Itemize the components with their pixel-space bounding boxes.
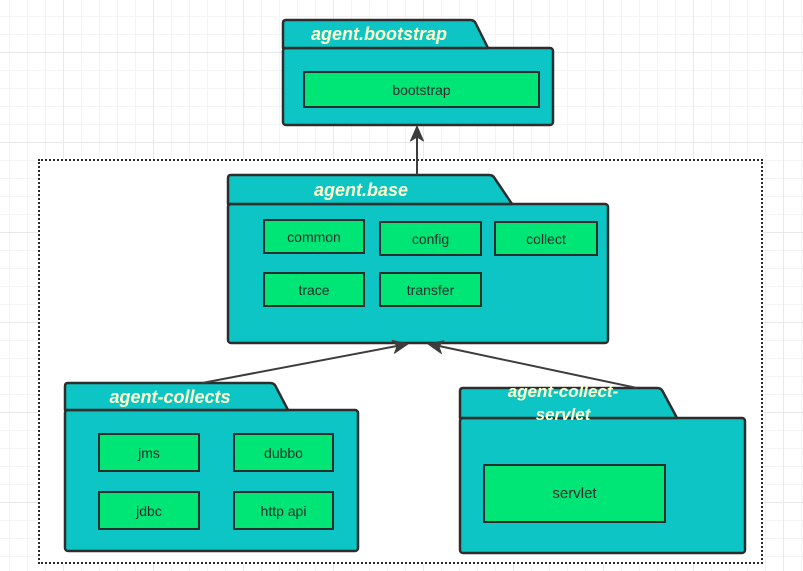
package-agent-collect-servlet-tab — [458, 386, 679, 420]
package-title-agent-bootstrap: agent.bootstrap — [310, 24, 447, 44]
arrow-servlet-to-base — [427, 340, 638, 389]
package-agent-bootstrap-tab — [281, 18, 490, 50]
package-title-agent-collects: agent-collects — [109, 387, 231, 407]
package-agent-base-tab — [226, 173, 514, 206]
package-title-agent-collect-servlet: agent-collect-servlet — [507, 382, 619, 424]
module-bootstrap: bootstrap — [303, 71, 540, 108]
module-common: common — [263, 219, 365, 254]
package-title-agent-base: agent.base — [313, 180, 409, 200]
module-jdbc: jdbc — [98, 491, 200, 530]
arrow-base-to-bootstrap — [410, 125, 424, 175]
module-trace: trace — [263, 272, 365, 307]
module-collect: collect — [494, 221, 598, 256]
arrow-collects-to-base — [201, 339, 409, 384]
module-jms: jms — [98, 433, 200, 472]
module-dubbo: dubbo — [233, 433, 334, 472]
package-agent-collects-tab — [63, 381, 290, 412]
module-config: config — [379, 221, 482, 256]
module-servlet: servlet — [483, 464, 666, 523]
module-transfer: transfer — [379, 272, 482, 307]
module-http-api: http api — [233, 491, 334, 530]
